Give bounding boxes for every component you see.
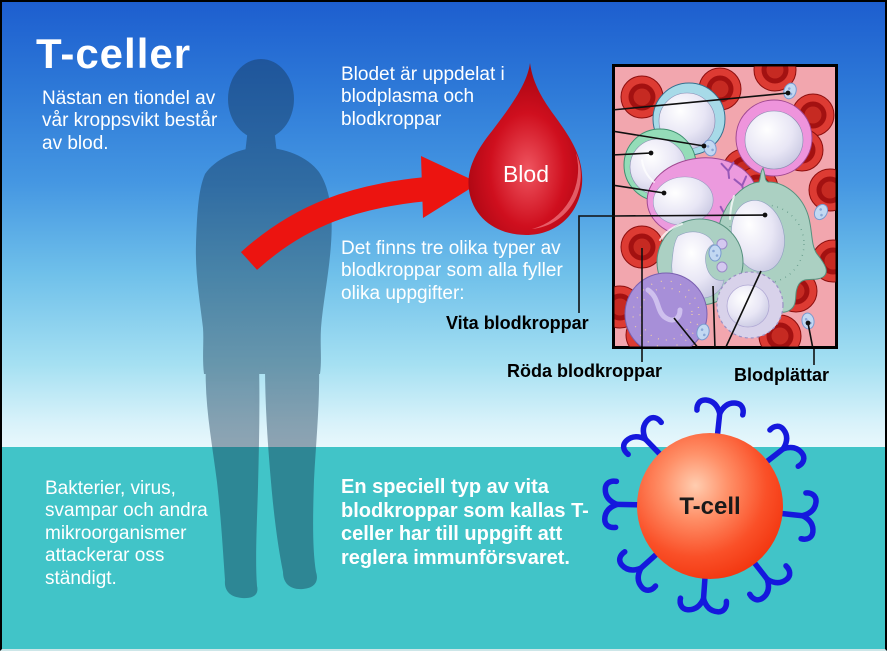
t-cell-label: T-cell [679, 493, 741, 520]
blood-drop-label: Blod [502, 161, 550, 187]
white-cell-magenta-ring [735, 99, 813, 177]
three-types-paragraph: Det finns tre olika typer av blodkroppar… [341, 238, 563, 304]
lymphocyte-purple-cell [624, 272, 708, 347]
intro-paragraph: Nästan en tiondel av vår kroppsvikt best… [42, 88, 218, 154]
tcell-role-paragraph: En speciell typ av vita blodkroppar som … [341, 476, 589, 569]
t-cell-icon [600, 394, 825, 619]
blood-smear-panel [612, 64, 838, 349]
blood-drop-icon [468, 63, 583, 235]
red-cells-label: Röda blodkroppar [507, 361, 663, 381]
attackers-paragraph: Bakterier, virus, svampar och andra mikr… [45, 478, 208, 589]
white-cells-label: Vita blodkroppar [446, 313, 589, 333]
white-cell-dotted [716, 271, 784, 339]
platelets-label: Blodplättar [734, 365, 830, 385]
blood-split-paragraph: Blodet är uppdelat i blodplasma och blod… [341, 64, 505, 130]
page-title: T-celler [36, 30, 192, 77]
